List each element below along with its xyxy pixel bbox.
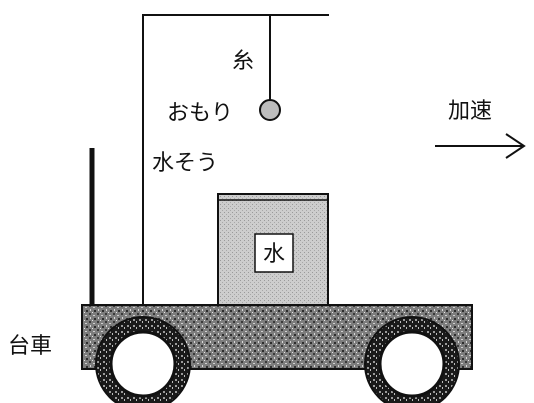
water-label-box: [254, 233, 294, 273]
string-label: 糸: [232, 49, 254, 74]
cart-label: 台車: [8, 334, 52, 359]
right-wheel: [364, 316, 460, 403]
weight-label: おもり: [167, 101, 233, 126]
tank-label: 水そう: [152, 151, 218, 176]
acceleration-arrow: [435, 133, 526, 159]
acceleration-label: 加速: [448, 99, 492, 124]
left-wheel: [95, 316, 191, 403]
weight-ball: [259, 99, 281, 121]
water-label: 水: [263, 242, 285, 267]
